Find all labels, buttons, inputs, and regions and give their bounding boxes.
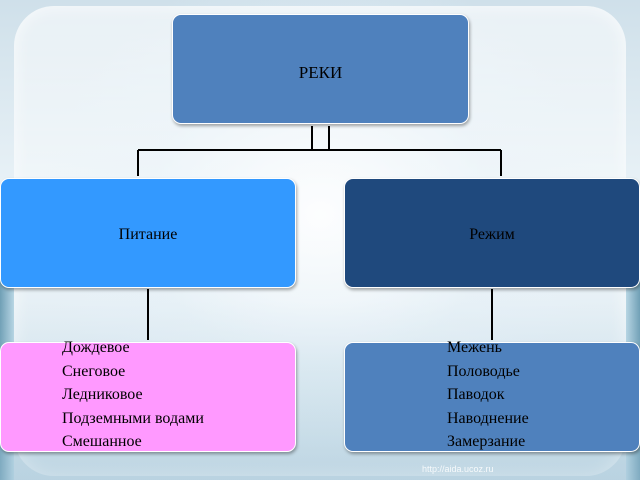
nutrition-item-glacier: Ледниковое: [62, 386, 143, 403]
regime-node: Режим: [344, 178, 640, 288]
regime-types-node: [344, 342, 640, 452]
regime-item-flash-flood: Паводок: [447, 386, 505, 403]
root-node: РЕКИ: [172, 14, 469, 124]
nutrition-item-groundwater: Подземными водами: [62, 409, 204, 427]
nutrition-node: Питание: [0, 178, 296, 288]
watermark-text: http://aida.ucoz.ru: [422, 464, 494, 474]
nutrition-item-mixed: Смешанное: [62, 433, 142, 450]
regime-item-freezing: Замерзание: [447, 433, 526, 450]
regime-item-high-water: Половодье: [447, 362, 520, 380]
nutrition-label: Питание: [118, 226, 178, 243]
regime-types-list: Межень Половодье Паводок Наводнение Заме…: [447, 336, 529, 454]
regime-item-low-water: Межень: [447, 339, 502, 356]
nutrition-item-rain: Дождевое: [62, 339, 130, 356]
nutrition-types-list: Дождевое Снеговое Ледниковое Подземными …: [62, 336, 204, 454]
regime-item-flood: Наводнение: [447, 409, 529, 427]
root-label: РЕКИ: [298, 63, 343, 82]
nutrition-types-node: [0, 342, 296, 452]
regime-label: Режим: [469, 226, 515, 243]
nutrition-item-snow: Снеговое: [62, 362, 126, 380]
